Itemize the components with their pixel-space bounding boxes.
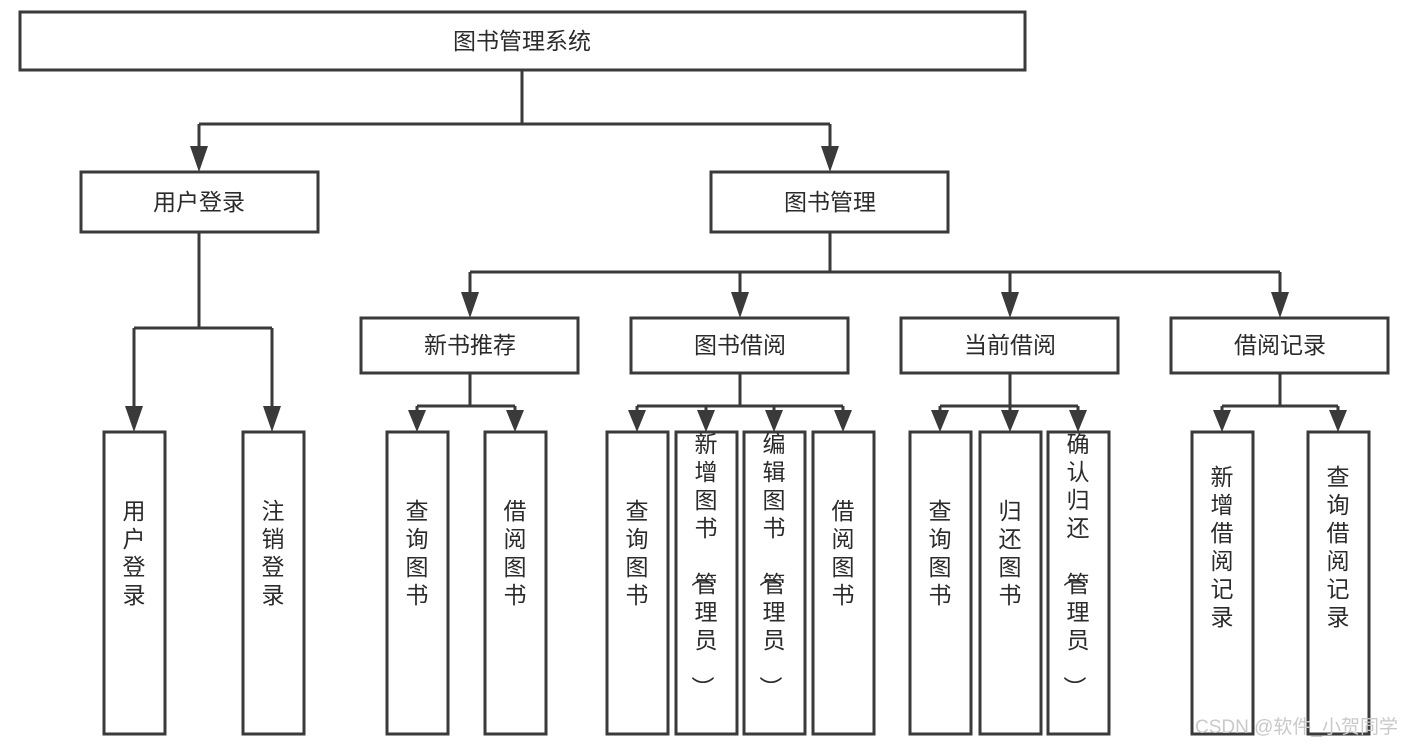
leaf-current-borrow-3[interactable]: 确认归还（管理员） — [1046, 430, 1111, 736]
leaf-borrow-record-1-box[interactable] — [1190, 430, 1255, 736]
leaf-current-borrow-2-box[interactable] — [978, 430, 1043, 736]
leaf-book-borrow-3-box[interactable] — [742, 430, 807, 736]
node-new-book-recommend-label: 新书推荐 — [424, 332, 516, 358]
arrow-head-root-to-user — [190, 146, 208, 172]
leaf-user-login-1[interactable]: 用户登录 — [102, 430, 167, 736]
leaf-book-borrow-2-box[interactable] — [674, 430, 739, 736]
leaf-current-borrow-3-box[interactable] — [1046, 430, 1111, 736]
leaf-book-borrow-2-label: 新增图书（管理员） — [690, 431, 718, 699]
arrow-head-borrow-l2 — [697, 410, 715, 432]
leaf-book-borrow-1-box[interactable] — [605, 430, 670, 736]
leaf-user-login-2-box[interactable] — [241, 430, 306, 736]
arrow-head-newbook-l2 — [506, 410, 524, 432]
arrow-head-current-l3 — [1069, 410, 1087, 432]
leaf-new-book-1-label: 查询图书 — [406, 498, 429, 608]
node-user-login-box[interactable] — [79, 170, 320, 234]
connector-group-new-book — [408, 373, 524, 432]
leaf-current-borrow-2-label: 归还图书 — [999, 498, 1022, 608]
arrow-head-current-l1 — [931, 410, 949, 432]
leaf-book-borrow-2[interactable]: 新增图书（管理员） — [674, 430, 739, 736]
leaf-current-borrow-1[interactable]: 查询图书 — [908, 430, 973, 736]
leaf-book-borrow-1[interactable]: 查询图书 — [605, 430, 670, 736]
leaf-new-book-1[interactable]: 查询图书 — [385, 430, 450, 736]
arrow-head-borrow-l1 — [628, 410, 646, 432]
connector-group-current-borrow — [931, 373, 1087, 432]
leaf-book-borrow-4-label: 借阅图书 — [832, 498, 855, 608]
leaf-current-borrow-3-label: 确认归还（管理员） — [1062, 431, 1090, 699]
leaf-borrow-record-2-box[interactable] — [1306, 430, 1371, 736]
leaf-current-borrow-2[interactable]: 归还图书 — [978, 430, 1043, 736]
leaf-new-book-1-box[interactable] — [385, 430, 450, 736]
leaf-borrow-record-2-label: 查询借阅记录 — [1327, 464, 1350, 630]
node-book-borrow[interactable]: 图书借阅 — [629, 316, 850, 375]
node-book-borrow-label: 图书借阅 — [694, 332, 786, 358]
arrow-head-newbook-l1 — [408, 410, 426, 432]
leaf-user-login-1-box[interactable] — [102, 430, 167, 736]
arrow-head-borrow-l4 — [834, 410, 852, 432]
connector-group-user-login — [125, 232, 281, 432]
arrow-head-user-leaf1 — [125, 406, 143, 432]
arrow-head-record-l2 — [1329, 410, 1347, 432]
leaf-new-book-2-label: 借阅图书 — [504, 498, 527, 608]
arrow-head-book-to-n3 — [1001, 292, 1019, 318]
arrow-head-root-to-book — [821, 146, 839, 172]
node-current-borrow-box[interactable] — [899, 316, 1120, 375]
node-current-borrow[interactable]: 当前借阅 — [899, 316, 1120, 375]
leaf-book-borrow-3[interactable]: 编辑图书（管理员） — [742, 430, 807, 736]
leaf-borrow-record-1[interactable]: 新增借阅记录 — [1190, 430, 1255, 736]
arrow-head-borrow-l3 — [765, 410, 783, 432]
node-book-management-label: 图书管理 — [784, 189, 876, 215]
leaf-user-login-2-label: 注销登录 — [262, 498, 285, 608]
arrow-head-book-to-n1 — [461, 292, 479, 318]
node-book-management-box[interactable] — [709, 170, 950, 234]
leaf-current-borrow-1-label: 查询图书 — [929, 498, 952, 608]
connector-group-book-management — [461, 232, 1289, 318]
arrow-head-book-to-n2 — [731, 292, 749, 318]
node-borrow-record-box[interactable] — [1169, 316, 1390, 375]
node-new-book-recommend[interactable]: 新书推荐 — [359, 316, 580, 375]
leaf-user-login-2[interactable]: 注销登录 — [241, 430, 306, 736]
connector-group-book-borrow — [628, 373, 852, 432]
node-user-login-label: 用户登录 — [153, 189, 245, 215]
node-borrow-record-label: 借阅记录 — [1234, 332, 1326, 358]
node-new-book-recommend-box[interactable] — [359, 316, 580, 375]
leaf-book-borrow-3-label: 编辑图书（管理员） — [758, 431, 786, 699]
connector-group-root — [190, 70, 839, 172]
arrow-head-record-l1 — [1213, 410, 1231, 432]
arrow-head-book-to-n4 — [1271, 292, 1289, 318]
node-current-borrow-label: 当前借阅 — [964, 332, 1056, 358]
leaf-borrow-record-1-label: 新增借阅记录 — [1211, 464, 1234, 630]
node-book-management[interactable]: 图书管理 — [709, 170, 950, 234]
node-user-login[interactable]: 用户登录 — [79, 170, 320, 234]
leaf-book-borrow-4-box[interactable] — [811, 430, 876, 736]
leaf-current-borrow-1-box[interactable] — [908, 430, 973, 736]
leaf-new-book-2[interactable]: 借阅图书 — [483, 430, 548, 736]
leaf-user-login-1-label: 用户登录 — [123, 498, 146, 608]
node-root-box[interactable] — [18, 10, 1027, 72]
node-root-label: 图书管理系统 — [453, 28, 591, 54]
node-root[interactable]: 图书管理系统 — [18, 10, 1027, 72]
arrow-head-current-l2 — [1001, 410, 1019, 432]
arrow-head-user-leaf2 — [263, 406, 281, 432]
leaf-book-borrow-1-label: 查询图书 — [626, 498, 649, 608]
node-borrow-record[interactable]: 借阅记录 — [1169, 316, 1390, 375]
leaf-new-book-2-box[interactable] — [483, 430, 548, 736]
leaf-book-borrow-4[interactable]: 借阅图书 — [811, 430, 876, 736]
node-book-borrow-box[interactable] — [629, 316, 850, 375]
leaf-borrow-record-2[interactable]: 查询借阅记录 — [1306, 430, 1371, 736]
connector-group-borrow-record — [1213, 373, 1347, 432]
watermark-label: CSDN @软件_小贺同学 — [1195, 716, 1398, 738]
